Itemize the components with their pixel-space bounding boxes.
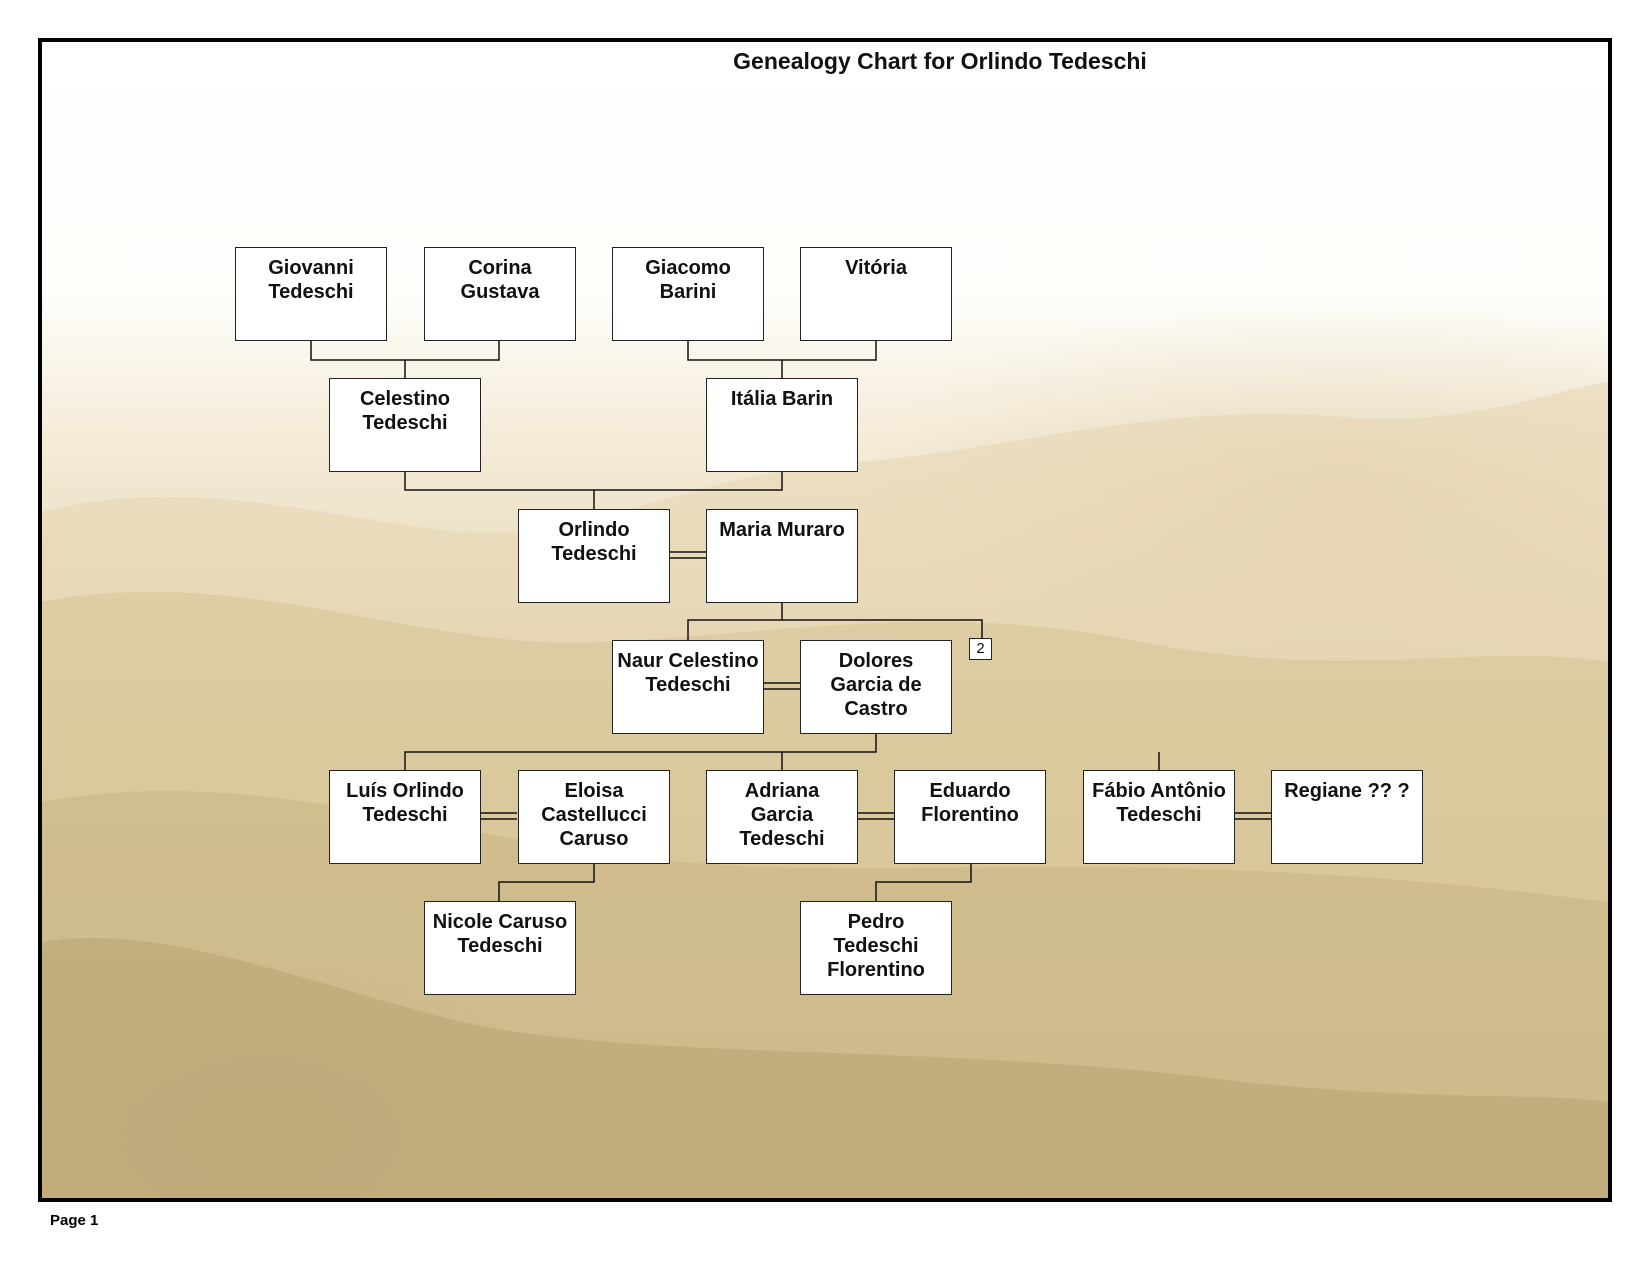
more-children-badge[interactable]: 2: [969, 638, 992, 660]
person-box-corina[interactable]: Corina Gustava: [424, 247, 576, 341]
parent-link-italia: [687, 340, 877, 378]
person-box-dolores[interactable]: Dolores Garcia de Castro: [800, 640, 952, 734]
parent-link-pedro: [875, 864, 972, 901]
person-box-giovanni[interactable]: Giovanni Tedeschi: [235, 247, 387, 341]
person-box-adriana[interactable]: Adriana Garcia Tedeschi: [706, 770, 858, 864]
person-box-vitoria[interactable]: Vitória: [800, 247, 952, 341]
person-box-nicole[interactable]: Nicole Caruso Tedeschi: [424, 901, 576, 995]
person-box-regiane[interactable]: Regiane ?? ?: [1271, 770, 1423, 864]
person-box-giacomo[interactable]: Giacomo Barini: [612, 247, 764, 341]
chart-title: Genealogy Chart for Orlindo Tedeschi: [733, 48, 1147, 74]
person-box-naur[interactable]: Naur Celestino Tedeschi: [612, 640, 764, 734]
person-box-luis[interactable]: Luís Orlindo Tedeschi: [329, 770, 481, 864]
person-box-fabio[interactable]: Fábio Antônio Tedeschi: [1083, 770, 1235, 864]
person-box-pedro[interactable]: Pedro Tedeschi Florentino: [800, 901, 952, 995]
parent-link-naur: [687, 602, 983, 640]
person-box-celestino[interactable]: Celestino Tedeschi: [329, 378, 481, 472]
parent-link-orlindo: [404, 470, 783, 509]
person-box-orlindo[interactable]: Orlindo Tedeschi: [518, 509, 670, 603]
parent-link-gen5: [404, 733, 1160, 770]
person-box-italia[interactable]: Itália Barin: [706, 378, 858, 472]
parent-link-nicole: [498, 864, 595, 901]
person-box-maria[interactable]: Maria Muraro: [706, 509, 858, 603]
person-box-eduardo[interactable]: Eduardo Florentino: [894, 770, 1046, 864]
page-number: Page 1: [50, 1212, 99, 1229]
parent-link-celestino: [310, 340, 500, 378]
person-box-eloisa[interactable]: Eloisa Castellucci Caruso: [518, 770, 670, 864]
